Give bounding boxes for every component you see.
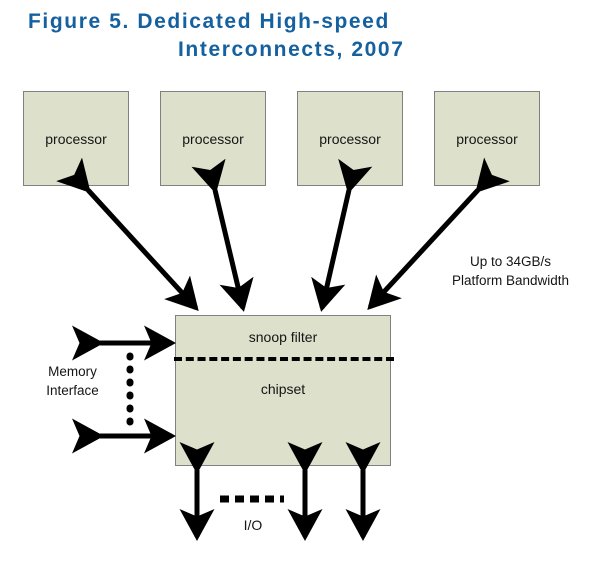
memory-interface-label: Memory Interface (30, 362, 115, 400)
memory-interface-line-1: Memory (48, 364, 97, 379)
processor-label-2: processor (182, 130, 244, 147)
io-label: I/O (243, 517, 263, 533)
memory-interface-line-2: Interface (46, 383, 99, 398)
bandwidth-line-1: Up to 34GB/s (469, 254, 552, 269)
processor-box-2[interactable]: processor (160, 91, 266, 186)
interconnect-arrow-processor-2 (191, 158, 254, 312)
chipset-box[interactable]: snoop filter chipset (174, 315, 394, 466)
processor-label-4: processor (456, 130, 518, 147)
processor-box-1[interactable]: processor (23, 91, 129, 186)
processor-box-3[interactable]: processor (297, 91, 403, 186)
processor-box-4[interactable]: processor (434, 91, 540, 186)
processor-label-3: processor (319, 130, 381, 147)
interconnect-arrow-processor-3 (311, 158, 373, 312)
interconnect-arrow-processor-1 (56, 157, 199, 311)
page-title: Figure 5. Dedicated High-speed Interconn… (28, 8, 568, 64)
processor-label-1: processor (45, 130, 107, 147)
snoop-filter-label: snoop filter (248, 329, 318, 345)
chipset-divider-dashed-line (174, 357, 394, 361)
figure-title-line-2: Interconnects, 2007 (178, 38, 405, 61)
chipset-label: chipset (260, 381, 306, 397)
bandwidth-line-2: Platform Bandwidth (451, 273, 570, 288)
bandwidth-annotation: Up to 34GB/s Platform Bandwidth (428, 252, 593, 290)
figure-title-line-1: Figure 5. Dedicated High-speed (28, 10, 390, 33)
